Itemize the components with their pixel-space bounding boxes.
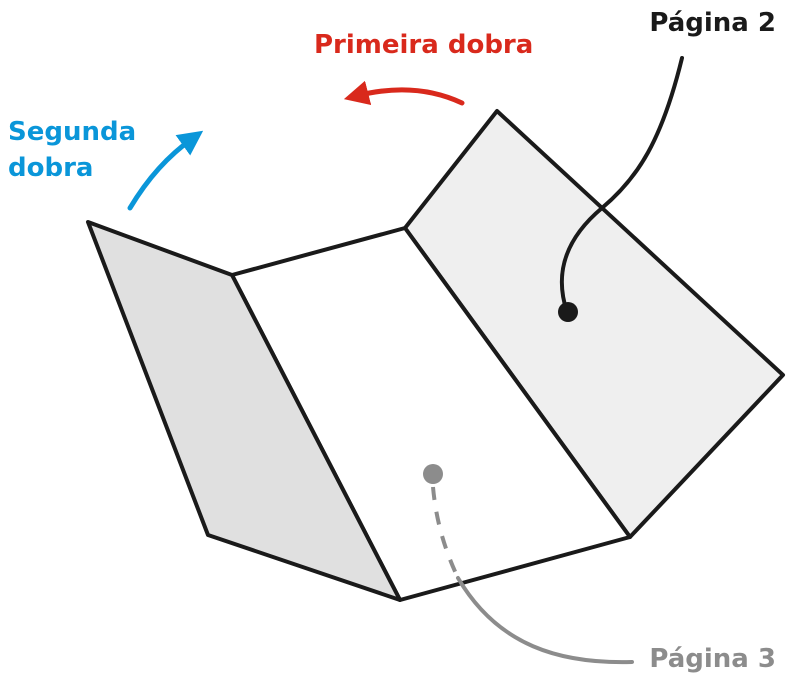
page2-label: Página 2 [649, 8, 776, 38]
page2-pointer-line [559, 56, 684, 314]
page3-pointer-dot [423, 464, 443, 484]
second-fold-label: Segunda dobra [8, 114, 188, 186]
second-fold-label-line1: Segunda [8, 117, 137, 147]
first-fold-label: Primeira dobra [314, 30, 534, 60]
page3-pointer-dashed-line [431, 486, 460, 579]
second-fold-arrow [127, 130, 204, 211]
second-fold-label-line2: dobra [8, 153, 94, 183]
first-fold-arrow [343, 80, 465, 106]
left-panel [86, 220, 402, 602]
page3-pointer-line [456, 576, 634, 665]
page3-label: Página 3 [649, 644, 776, 674]
page2-pointer-dot [558, 302, 578, 322]
